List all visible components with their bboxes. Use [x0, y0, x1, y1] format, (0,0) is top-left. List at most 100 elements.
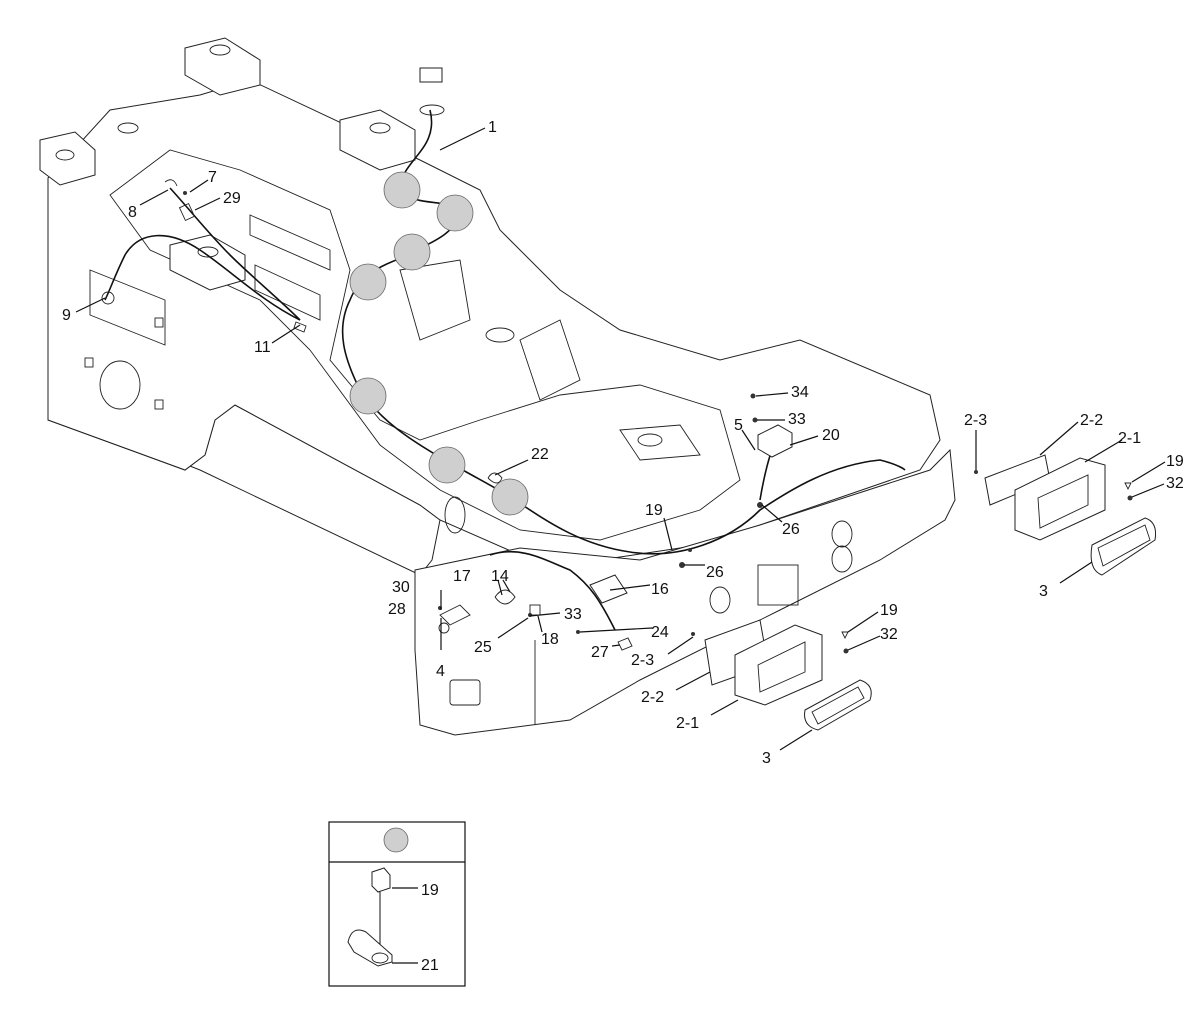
side-plate-hole	[99, 360, 141, 410]
label-2-2-right: 2-2	[1080, 412, 1103, 429]
clamp-marker-3	[393, 233, 431, 271]
clamp-detail-inset: 19 21	[328, 821, 466, 987]
label-33b: 33	[564, 606, 582, 623]
inset-label-19: 19	[421, 882, 439, 899]
lower-housing-inner	[757, 641, 806, 693]
harness-branch-left	[104, 234, 301, 321]
harness-branch-lower	[489, 550, 616, 631]
clamp-marker-2	[436, 194, 474, 232]
label-2-1-lower: 2-1	[676, 715, 699, 732]
mount-hole-5	[117, 122, 139, 134]
part-28-nut	[438, 622, 450, 634]
mount-hole-1	[55, 149, 75, 161]
part-11-clip	[293, 321, 307, 333]
mount-pad-1	[39, 131, 96, 186]
lower-lens-inner	[811, 686, 865, 725]
label-2-1-right: 2-1	[1118, 430, 1141, 447]
inset-clamp-marker	[383, 827, 409, 853]
part-9-grommet	[101, 291, 115, 305]
label-26b: 26	[706, 564, 724, 581]
inset-clamp-eye	[371, 952, 389, 964]
cross-member-1	[249, 214, 331, 271]
right-lens-3	[1090, 517, 1156, 576]
mount-hole-2	[209, 44, 231, 56]
part-22-clamp	[487, 472, 503, 484]
inset-bolt-head	[371, 867, 391, 893]
label-24: 24	[651, 624, 669, 641]
label-8: 8	[128, 204, 137, 221]
part-34-bolt	[750, 393, 756, 399]
label-11: 11	[254, 339, 271, 356]
side-plate-slot-1	[84, 357, 94, 368]
part-16-relay-block	[589, 574, 628, 604]
label-34: 34	[791, 384, 809, 401]
mount-pad-4	[169, 234, 246, 291]
lower-nut-32	[843, 648, 849, 654]
center-rib	[399, 259, 471, 341]
label-22: 22	[531, 446, 549, 463]
label-32-lower: 32	[880, 626, 898, 643]
label-28: 28	[388, 601, 406, 618]
inset-label-21: 21	[421, 957, 439, 974]
label-9: 9	[62, 307, 71, 324]
label-30: 30	[392, 579, 410, 596]
clamp-marker-1	[383, 171, 421, 209]
label-33a: 33	[788, 411, 806, 428]
label-19a: 19	[645, 502, 663, 519]
label-32-right: 32	[1166, 475, 1184, 492]
mount-pad-2	[184, 37, 261, 96]
upper-frame	[39, 37, 941, 576]
center-boss-hole	[637, 433, 663, 447]
side-plate-slot-2	[154, 399, 164, 410]
label-3-lower: 3	[762, 750, 771, 767]
right-housing-inner	[1037, 474, 1089, 529]
label-19-lower: 19	[880, 602, 898, 619]
label-7: 7	[208, 169, 217, 186]
part-26b-clip	[679, 562, 685, 568]
right-screw-2-3	[974, 470, 978, 474]
part-33-washer	[752, 417, 758, 423]
top-grommet	[419, 104, 445, 116]
lower-hole-4	[444, 496, 466, 534]
label-25: 25	[474, 639, 492, 656]
label-26a: 26	[782, 521, 800, 538]
part-7-screw	[183, 191, 187, 195]
mount-hole-4	[197, 246, 219, 258]
label-17: 17	[453, 568, 471, 585]
part-labels: 1 7 8 29 9 11 34 33 5 20 22 19 26 26 16 …	[62, 119, 1184, 767]
lower-body-slot	[449, 679, 481, 706]
lower-screw-2-3	[691, 632, 695, 636]
lower-hole-1	[709, 586, 731, 614]
part-29-tie	[178, 202, 196, 222]
clamp-marker-7	[491, 478, 529, 516]
part-4-bracket	[439, 604, 471, 626]
lower-body-outline	[414, 448, 956, 736]
side-bracket	[89, 269, 166, 346]
part-8-clip	[164, 179, 178, 187]
side-plate-slot-3	[154, 317, 164, 328]
harness-branch-8	[169, 187, 301, 321]
label-5: 5	[734, 417, 743, 434]
right-lens-inner	[1097, 524, 1151, 567]
label-19-right: 19	[1166, 453, 1184, 470]
lower-body	[414, 448, 956, 736]
lower-bolt-19	[841, 631, 849, 640]
clamp-marker-5	[349, 377, 387, 415]
lower-lens-3	[804, 679, 872, 731]
mount-pad-3	[339, 109, 416, 171]
label-2-3-right: 2-3	[964, 412, 987, 429]
cross-member-2	[254, 264, 321, 321]
top-connector	[419, 67, 443, 83]
right-housing-2-1	[1014, 457, 1106, 541]
part-24-screw	[576, 630, 580, 634]
clamp-marker-4	[349, 263, 387, 301]
label-27: 27	[591, 644, 609, 661]
label-16: 16	[651, 581, 669, 598]
frame-inner-opening	[109, 149, 741, 541]
clamp-marker-6	[428, 446, 466, 484]
label-2-3-lower: 2-3	[631, 652, 654, 669]
lower-light-assembly	[691, 619, 872, 731]
right-bolt-19	[1124, 482, 1132, 491]
